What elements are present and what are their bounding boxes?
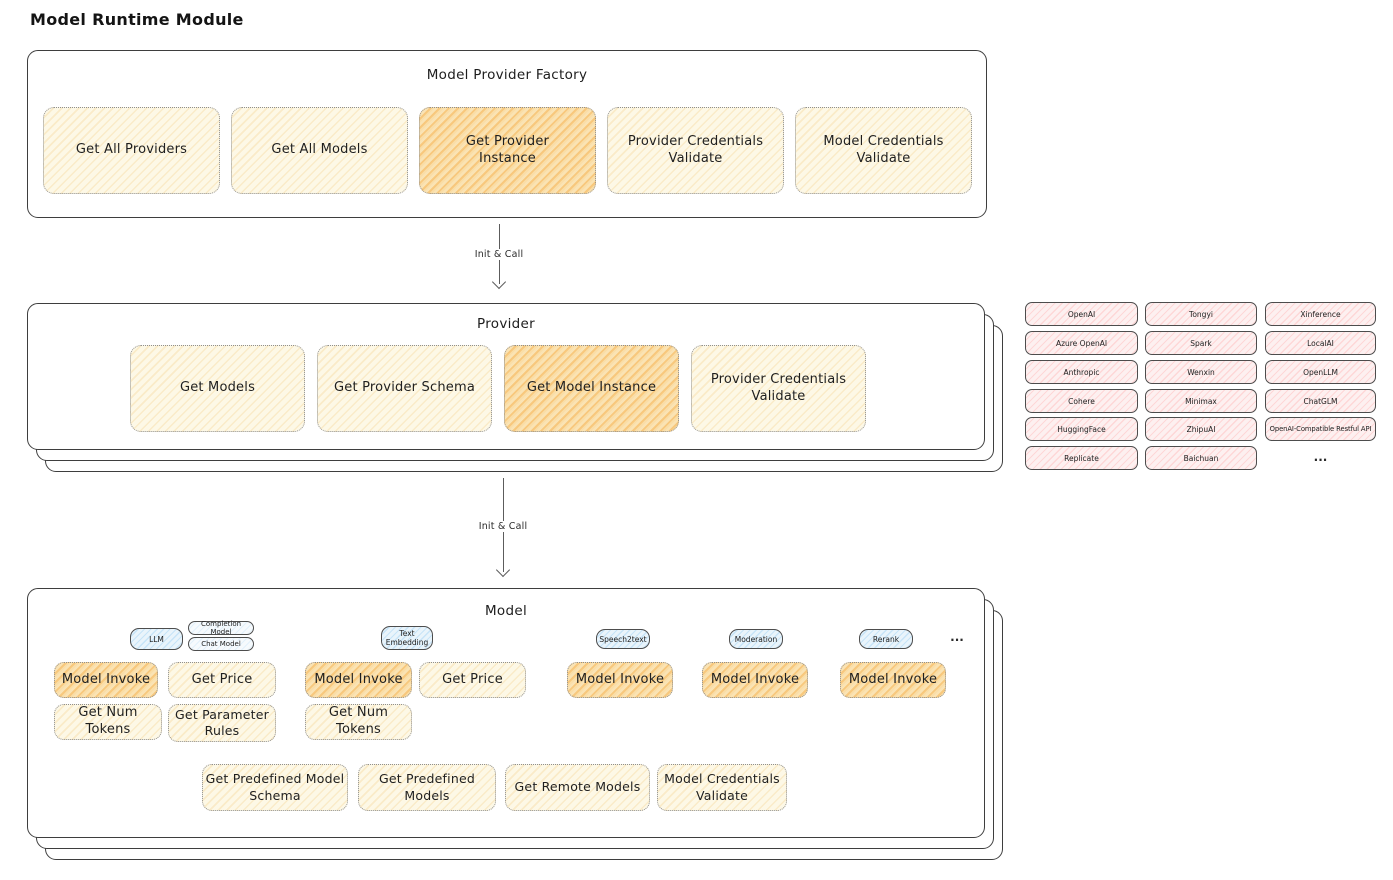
model-types-more-ellipsis: ... [950, 630, 964, 644]
arrow-label-init-call-1: Init & Call [469, 249, 529, 260]
node-rerank-model-invoke: Model Invoke [840, 662, 946, 698]
provider-chip-azure-openai: Azure OpenAI [1025, 331, 1138, 355]
arrow-factory-to-provider-head [491, 274, 507, 290]
tag-speech2text: Speech2text [596, 629, 650, 649]
node-llm-get-parameter-rules: Get Parameter Rules [168, 704, 276, 742]
tag-chat-model: Chat Model [188, 637, 254, 651]
node-get-remote-models: Get Remote Models [505, 764, 650, 811]
node-get-provider-schema: Get Provider Schema [317, 345, 492, 432]
node-speech2text-model-invoke: Model Invoke [567, 662, 673, 698]
diagram-title: Model Runtime Module [30, 10, 244, 29]
provider-chip-openllm: OpenLLM [1265, 360, 1376, 384]
provider-chip-cohere: Cohere [1025, 389, 1138, 413]
node-get-models: Get Models [130, 345, 305, 432]
node-embedding-get-price: Get Price [419, 662, 526, 698]
model-title: Model [484, 603, 528, 619]
node-moderation-model-invoke: Model Invoke [702, 662, 808, 698]
provider-chip-baichuan: Baichuan [1145, 446, 1257, 470]
tag-text-embedding: Text Embedding [381, 626, 433, 650]
node-get-all-models: Get All Models [231, 107, 408, 194]
tag-moderation: Moderation [729, 629, 783, 649]
tag-completion-model: Completion Model [188, 620, 254, 636]
provider-chip-wenxin: Wenxin [1145, 360, 1257, 384]
provider-chip-spark: Spark [1145, 331, 1257, 355]
provider-chip-minimax: Minimax [1145, 389, 1257, 413]
provider-chip-chatglm: ChatGLM [1265, 389, 1376, 413]
node-model-credentials-validate: Model Credentials Validate [795, 107, 972, 194]
node-get-provider-instance: Get Provider Instance [419, 107, 596, 194]
node-provider-credentials-validate-2: Provider Credentials Validate [691, 345, 866, 432]
provider-title: Provider [477, 316, 535, 332]
provider-chip-openai-compatible-restful-api: OpenAI-Compatible Restful API [1265, 417, 1376, 441]
provider-chip-huggingface: HuggingFace [1025, 417, 1138, 441]
node-get-predefined-models: Get Predefined Models [358, 764, 496, 811]
providers-more-ellipsis: ... [1313, 450, 1328, 464]
node-get-predefined-model-schema: Get Predefined Model Schema [202, 764, 348, 811]
arrow-provider-to-model-head [495, 562, 511, 578]
node-embedding-model-invoke: Model Invoke [305, 662, 412, 698]
node-get-model-instance: Get Model Instance [504, 345, 679, 432]
provider-chip-replicate: Replicate [1025, 446, 1138, 470]
tag-rerank: Rerank [859, 629, 913, 649]
node-embedding-get-num-tokens: Get Num Tokens [305, 704, 412, 740]
node-llm-get-num-tokens: Get Num Tokens [54, 704, 162, 740]
provider-chip-zhipuai: ZhipuAI [1145, 417, 1257, 441]
node-llm-model-invoke: Model Invoke [54, 662, 158, 698]
tag-llm: LLM [130, 628, 183, 650]
node-get-all-providers: Get All Providers [43, 107, 220, 194]
provider-chip-openai: OpenAI [1025, 302, 1138, 326]
node-provider-credentials-validate: Provider Credentials Validate [607, 107, 784, 194]
provider-chip-localai: LocalAI [1265, 331, 1376, 355]
provider-chip-anthropic: Anthropic [1025, 360, 1138, 384]
node-model-credentials-validate-2: Model Credentials Validate [657, 764, 787, 811]
node-llm-get-price: Get Price [168, 662, 276, 698]
factory-title: Model Provider Factory [426, 67, 588, 83]
arrow-label-init-call-2: Init & Call [473, 521, 533, 532]
provider-chip-tongyi: Tongyi [1145, 302, 1257, 326]
provider-chip-xinference: Xinference [1265, 302, 1376, 326]
